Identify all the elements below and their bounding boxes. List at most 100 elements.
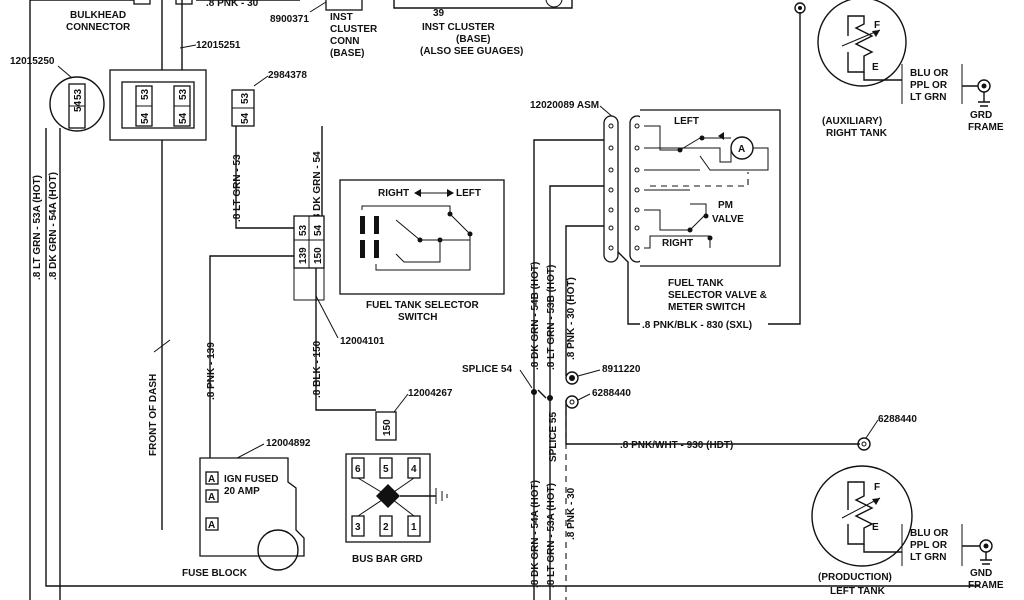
wire-dk-grn-54a-hot-left: .8 DK GRN - 54A (HOT) — [48, 172, 59, 280]
wire-lt-grn-53a-hot-center: .8 LT GRN - 53A (HOT) — [546, 483, 557, 588]
inst-cluster-base-2: (BASE) — [456, 34, 490, 45]
inst-cluster-conn — [325, 0, 363, 11]
valve-right: RIGHT — [662, 238, 693, 249]
left-wires: .8 LT GRN - 53A (HOT) .8 DK GRN - 54A (H… — [29, 0, 980, 600]
prod-label-2: LEFT TANK — [830, 586, 886, 597]
bus-pin-1: 1 — [411, 522, 417, 533]
wire-dk-grn-54: .8 DK GRN - 54 — [312, 151, 323, 222]
center-wires: .8 DK GRN - 54B (HOT) .8 LT GRN - 53B (H… — [462, 139, 860, 600]
wire-pnk-wht-930: .8 PNK/WHT - 930 (HDT) — [620, 440, 733, 451]
prod-sender-e: E — [872, 522, 879, 533]
round-conn-pin-53: 53 — [73, 88, 84, 100]
splice-54: SPLICE 54 — [462, 364, 512, 375]
valve-meter-symbol: A — [738, 144, 745, 155]
aux-wire-2: PPL OR — [910, 80, 948, 91]
selector-switch-frame — [339, 179, 505, 295]
mid-pin-139: 139 — [298, 247, 309, 264]
prod-label-1: (PRODUCTION) — [818, 572, 892, 583]
fuse-block: 12004892 A A A IGN FUSED 20 AMP FUSE BLO… — [182, 438, 311, 579]
top-wire-fragment: .8 PNK - 30 — [206, 0, 259, 9]
wire-lt-grn-53b-hot: .8 LT GRN - 53B (HOT) — [546, 265, 557, 370]
ground-6288440-center — [565, 395, 579, 409]
mid-pin-53: 53 — [298, 224, 309, 236]
bus-bar-pin-150: 150 — [382, 419, 393, 436]
bulkhead-area: 12015250 54 53 12015251 53 54 53 54 2984… — [10, 40, 307, 141]
inst-cluster-conn-1: INST — [330, 12, 353, 23]
bulkhead-pin-54-right: 54 — [178, 112, 189, 124]
aux-label-1: (AUXILIARY) — [822, 116, 882, 127]
part-12004101: 12004101 — [340, 336, 385, 347]
valve-pm: PM — [718, 200, 733, 211]
round-connector — [49, 76, 105, 132]
fuse-block-body — [199, 457, 305, 557]
selector-left: LEFT — [456, 188, 481, 199]
part-12015251: 12015251 — [196, 40, 241, 51]
prod-sender-f: F — [874, 482, 880, 493]
aux-tank: F E BLU OR PPL OR LT GRN GRD FRAME (AUXI… — [817, 0, 1004, 139]
wire-dk-grn-54b-hot: .8 DK GRN - 54B (HOT) — [530, 262, 541, 370]
selector-valve: 12020089 ASM LEFT RIGHT PM VALVE A — [530, 2, 806, 331]
wire-lt-grn-53a-hot-left: .8 LT GRN - 53A (HOT) — [32, 175, 43, 280]
fuse-marker-2: A — [208, 492, 215, 503]
part-6288440-center: 6288440 — [592, 388, 631, 399]
prod-wire-end — [857, 437, 871, 451]
prod-frame: FRAME — [968, 580, 1004, 591]
part-8911220: 8911220 — [602, 364, 641, 375]
aux-sender-e: E — [872, 62, 879, 73]
wire-blk-150: .8 BLK - 150 — [312, 340, 323, 398]
ign-fused-label: IGN FUSED — [224, 474, 278, 485]
bus-pin-3: 3 — [355, 522, 361, 533]
conn-2984378-pin-54: 54 — [240, 112, 251, 124]
prod-wire-1: BLU OR — [910, 528, 949, 539]
selector-switch: RIGHT LEFT FUEL TANK SELECTOR SWITCH — [339, 179, 505, 323]
inst-cluster-base — [393, 0, 573, 9]
bulkhead-pin-53-right: 53 — [178, 88, 189, 100]
wire-dk-grn-54a-hot-center: .8 DK GRN - 54A (HOT) — [530, 480, 541, 588]
bulkhead-pin-54-left: 54 — [140, 112, 151, 124]
fuse-marker-1: A — [208, 474, 215, 485]
wire-lt-grn-53: .8 LT GRN - 53 — [232, 154, 243, 222]
prod-wire-2: PPL OR — [910, 540, 948, 551]
bus-pin-5: 5 — [383, 464, 389, 475]
part-6288440-prod: 6288440 — [878, 414, 917, 425]
valve-label-valve: VALVE — [712, 214, 744, 225]
bus-pin-4: 4 — [411, 464, 417, 475]
part-12004892: 12004892 — [266, 438, 311, 449]
mid-connector: 53 54 139 150 12004101 — [293, 215, 385, 347]
wire-pnk-30-hot: .8 PNK - 30 (HOT) — [566, 277, 577, 360]
part-2984378: 2984378 — [268, 70, 307, 81]
selector-switch-label-1: FUEL TANK SELECTOR — [366, 300, 480, 311]
valve-label-1: FUEL TANK — [668, 278, 725, 289]
inst-cluster-conn-2: CLUSTER — [330, 24, 378, 35]
aux-wire-3: LT GRN — [910, 92, 946, 103]
prod-wire-3: LT GRN — [910, 552, 946, 563]
bulkhead-connector-label-2: CONNECTOR — [66, 22, 131, 33]
aux-sender-f: F — [874, 20, 880, 31]
prod-tank: 6288440 .8 PNK/WHT - 930 (HDT) F E BLU O… — [620, 414, 1004, 597]
valve-left: LEFT — [674, 116, 699, 127]
valve-connector-left — [603, 115, 619, 263]
bus-pin-2: 2 — [383, 522, 389, 533]
inst-cluster-conn-4: (BASE) — [330, 48, 364, 59]
bus-bar-label: BUS BAR GRD — [352, 554, 423, 565]
mid-pin-54: 54 — [313, 224, 324, 236]
prod-gnd: GND — [970, 568, 992, 579]
fuse-marker-3: A — [208, 520, 215, 531]
part-12015250: 12015250 — [10, 56, 55, 67]
bus-bar: 12004267 150 6 5 4 3 2 1 BUS BAR GRD — [345, 388, 453, 565]
bulkhead-connector-label-1: BULKHEAD — [70, 10, 126, 21]
part-12004267: 12004267 — [408, 388, 453, 399]
fuse-block-stud — [257, 529, 299, 571]
circuit-39: 39 — [433, 8, 445, 19]
prod-tank-sender — [811, 465, 913, 567]
fuse-block-label: FUSE BLOCK — [182, 568, 248, 579]
ign-fused-amp: 20 AMP — [224, 486, 260, 497]
top-strip: BULKHEAD CONNECTOR .8 PNK - 30 8900371 I… — [30, 0, 573, 59]
aux-tank-sender — [817, 0, 907, 87]
bus-pin-6: 6 — [355, 464, 361, 475]
conn-2984378-pin-53: 53 — [240, 92, 251, 104]
selector-right: RIGHT — [378, 188, 409, 199]
valve-label-3: METER SWITCH — [668, 302, 745, 313]
